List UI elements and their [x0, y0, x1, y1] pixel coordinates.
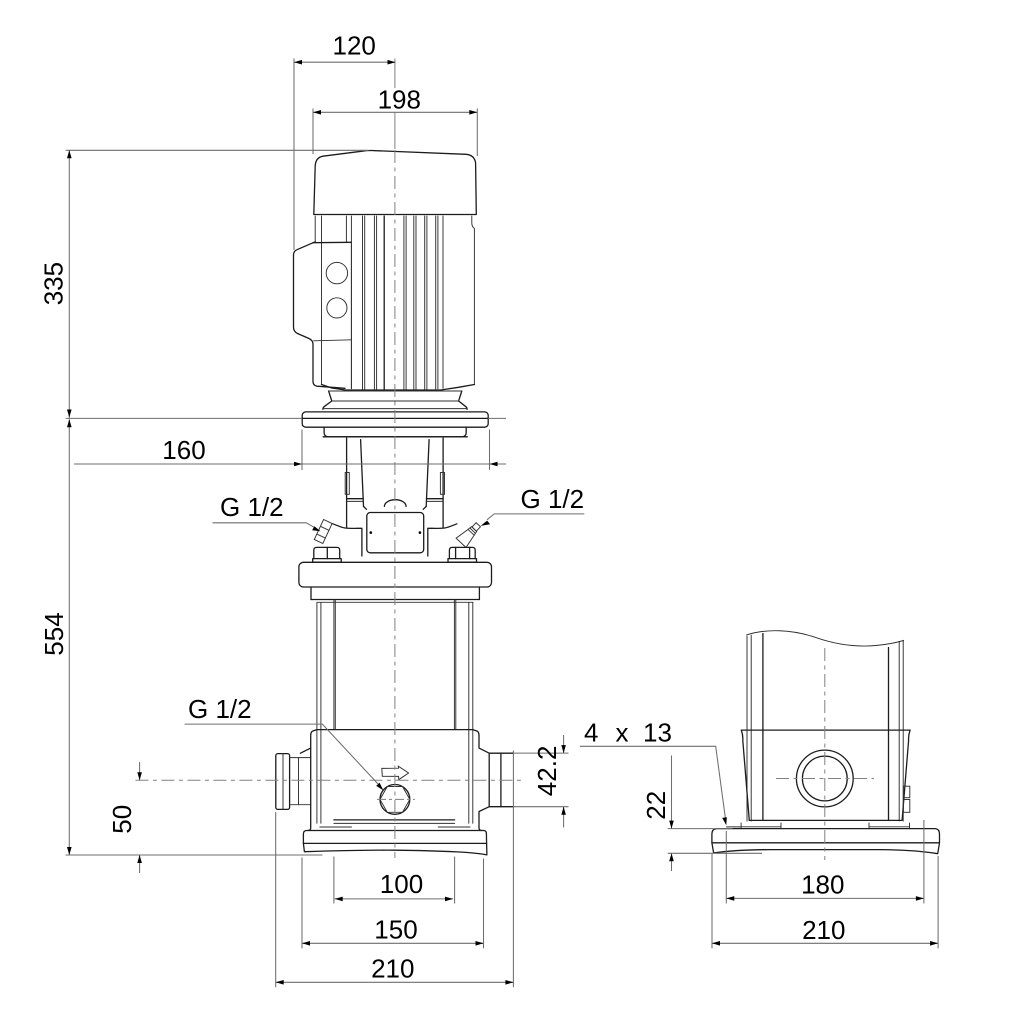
svg-text:13: 13	[643, 718, 672, 748]
svg-text:42.2: 42.2	[532, 746, 562, 797]
svg-text:120: 120	[333, 31, 376, 61]
svg-text:150: 150	[374, 915, 417, 945]
svg-text:335: 335	[39, 262, 69, 305]
svg-text:4: 4	[584, 718, 598, 748]
svg-text:G 1/2: G 1/2	[220, 492, 284, 522]
svg-text:100: 100	[380, 869, 423, 899]
svg-text:x: x	[616, 718, 629, 748]
svg-text:210: 210	[371, 954, 414, 984]
svg-text:210: 210	[802, 915, 845, 945]
svg-text:G 1/2: G 1/2	[521, 484, 585, 514]
svg-text:22: 22	[641, 791, 671, 820]
svg-text:180: 180	[801, 870, 844, 900]
svg-text:554: 554	[39, 612, 69, 655]
svg-text:G 1/2: G 1/2	[188, 694, 252, 724]
svg-text:198: 198	[378, 84, 421, 114]
svg-text:50: 50	[107, 805, 137, 834]
svg-text:160: 160	[162, 435, 205, 465]
